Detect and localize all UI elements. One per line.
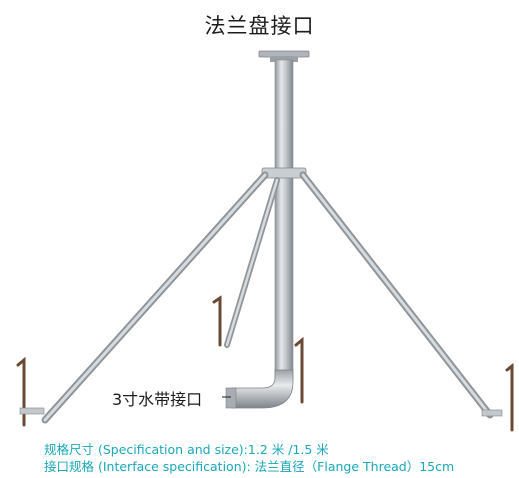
flange-interface-label: 法兰盘接口 bbox=[204, 14, 315, 38]
ground-stakes bbox=[16, 295, 514, 432]
foot-plates bbox=[19, 407, 503, 417]
spec-size-text: 规格尺寸 (Specification and size):1.2 米 /1.5… bbox=[44, 442, 329, 457]
spec-interface-text: 接口规格 (Interface specification): 法兰直径（Fla… bbox=[44, 459, 455, 474]
hose-interface-label: 3寸水带接口 bbox=[112, 390, 203, 409]
tripod-legs bbox=[41, 171, 494, 424]
flange-plate bbox=[258, 50, 310, 62]
main-pipe bbox=[274, 59, 294, 381]
collar-joint bbox=[261, 167, 307, 179]
hose-outlet-elbow bbox=[225, 369, 294, 409]
